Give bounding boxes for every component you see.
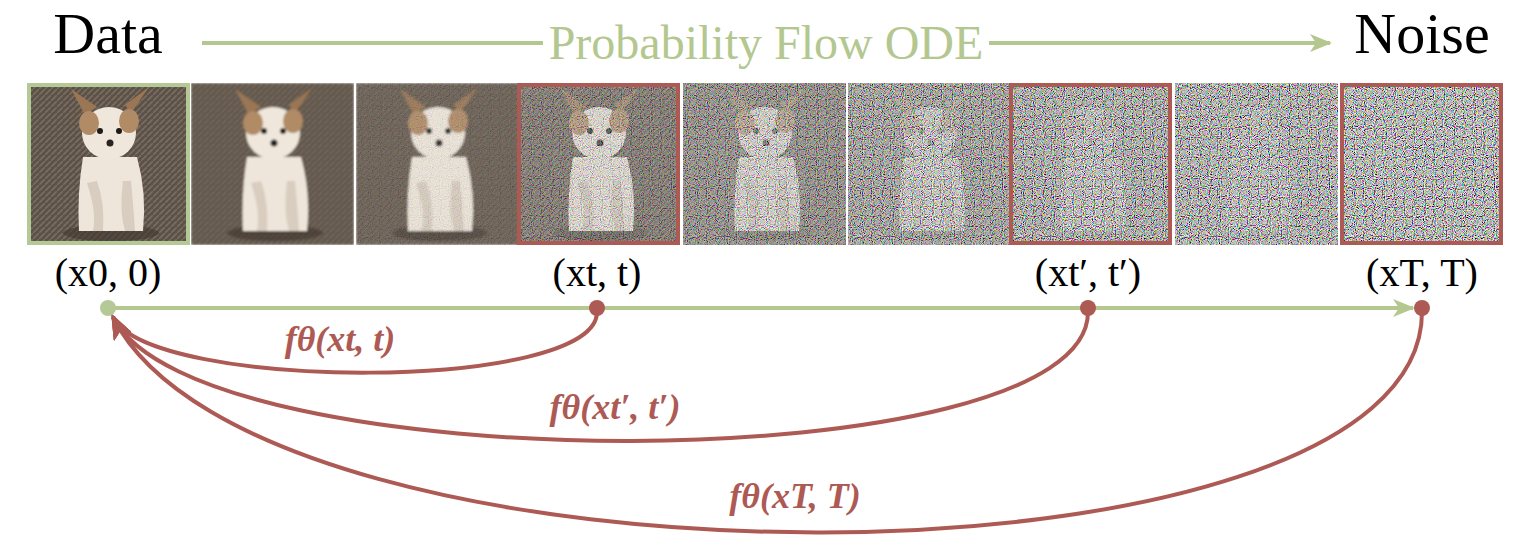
- sample-frame: [519, 85, 678, 243]
- function-label: fθ(xT, T): [723, 476, 866, 517]
- tile-1: [27, 83, 190, 245]
- anchor-dot: [589, 300, 605, 316]
- tile-6: [848, 83, 1011, 245]
- state-label: (xT, T): [1332, 250, 1512, 296]
- state-label: (x0, 0): [18, 250, 198, 296]
- state-label: (xt′, t′): [999, 250, 1177, 296]
- data-frame: [29, 85, 188, 243]
- ode-arrow: [108, 306, 1413, 310]
- image-node: (xt′, t′): [999, 80, 1177, 308]
- tile-3: [356, 83, 519, 245]
- image-node: (xt, t): [508, 80, 686, 308]
- anchor-dot: [100, 300, 116, 316]
- consistency-arrow: [113, 312, 597, 373]
- image-node: Noise (xT, T): [1332, 0, 1512, 308]
- tile-8: [1175, 83, 1338, 245]
- consistency-arrow: [113, 312, 1422, 532]
- end-title: Noise: [1332, 2, 1512, 66]
- tile-4: [517, 83, 680, 245]
- anchor-dot: [1414, 300, 1430, 316]
- tile-5: [683, 83, 846, 245]
- tile-9: [1340, 83, 1503, 245]
- sample-frame: [1342, 85, 1501, 243]
- state-label: (xt, t): [508, 250, 686, 296]
- image-node: Data (x0, 0): [18, 0, 198, 308]
- function-label: fθ(xt′, t′): [544, 387, 687, 428]
- tile-7: [1009, 83, 1172, 245]
- end-title: Data: [18, 2, 198, 66]
- anchor-dot: [1080, 300, 1096, 316]
- ode-label: Probability Flow ODE: [543, 15, 990, 70]
- consistency-arrow: [113, 312, 1088, 441]
- tile-2: [191, 83, 354, 245]
- function-label: fθ(xt, t): [279, 319, 402, 360]
- sample-frame: [1011, 85, 1170, 243]
